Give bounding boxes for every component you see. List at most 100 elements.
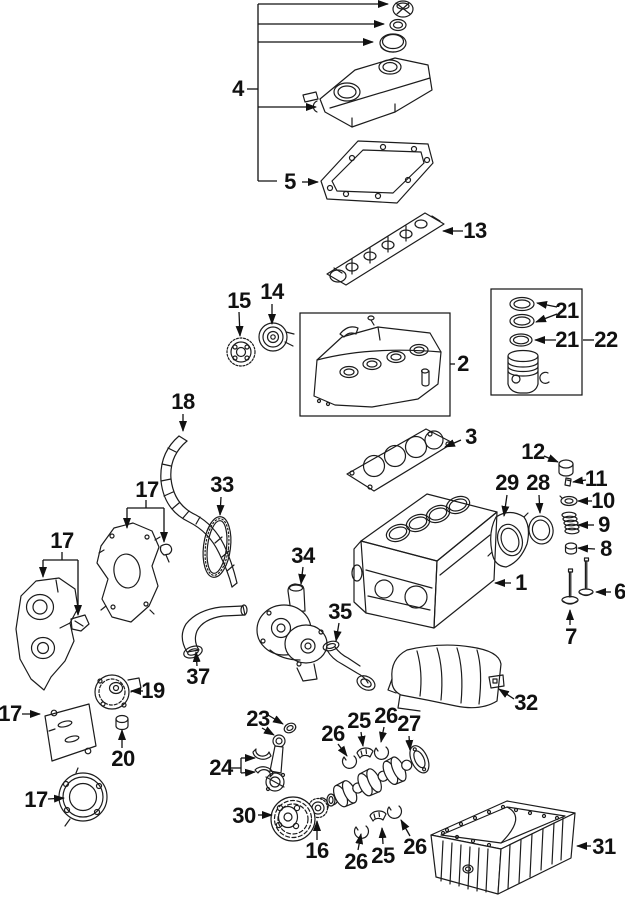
main-bearing-25-lower [369,810,387,822]
camshaft-sprocket-14 [258,322,295,352]
leader-lines-layer [22,0,611,851]
callout-17-rear-plate-arrow [47,794,65,803]
callout-3[interactable]: 3 [465,424,477,449]
callout-11[interactable]: 11 [584,466,608,491]
callout-10[interactable]: 10 [591,488,615,513]
callout-33-arrow [216,496,225,516]
callout-37-arrow [192,651,201,667]
pump-pulley-19 [94,674,142,710]
spring-retainer-10 [559,495,578,507]
oil-baffle-32 [387,644,505,712]
piston [507,349,550,394]
callout-27[interactable]: 27 [397,711,421,736]
crank-pulley-30 [270,796,316,842]
callout-22[interactable]: 22 [594,327,618,352]
thrust-washer-26-upper-left [341,755,358,769]
callout-2[interactable]: 2 [457,351,469,376]
callout-23-arrow [261,726,275,736]
piston-pin-23 [283,722,297,734]
callout-31[interactable]: 31 [592,834,616,859]
callout-15[interactable]: 15 [227,288,251,313]
rod-bearings-24 [252,748,274,778]
callout-11-arrow [572,476,587,485]
callout-14[interactable]: 14 [260,279,284,304]
callout-26-upper-right[interactable]: 26 [374,703,398,728]
callout-17-belt-covers[interactable]: 17 [135,477,159,502]
callout-17-cover-plate[interactable]: 17 [0,701,22,726]
callout-15-arrow [235,311,244,337]
tensioner-gasket-33 [202,516,232,578]
callout-35[interactable]: 35 [328,599,352,624]
clip-17 [70,614,90,632]
cylinder-head [313,315,442,408]
valve-6 [578,557,594,597]
callout-9[interactable]: 9 [598,512,610,537]
timing-belt [160,435,238,588]
callout-25-upper[interactable]: 25 [347,708,371,733]
callout-23[interactable]: 23 [246,706,270,731]
callout-27-arrow [405,735,414,751]
callout-12[interactable]: 12 [521,439,545,464]
callout-24-arrow [240,768,256,777]
callout-7[interactable]: 7 [565,624,577,649]
callout-37[interactable]: 37 [186,664,210,689]
callout-19[interactable]: 19 [141,678,165,703]
callout-13[interactable]: 13 [463,218,487,243]
valve-spring-9 [561,511,580,535]
callout-17-rear-plate[interactable]: 17 [24,787,48,812]
valve-lifter-12 [558,459,574,477]
callout-21-upper-arrow [536,301,558,309]
water-pipe-37 [181,604,248,659]
callout-16[interactable]: 16 [305,838,329,863]
bushing-20 [115,714,129,731]
thrust-washer-26-lower-right [386,805,403,819]
callout-6[interactable]: 6 [614,579,625,604]
rear-seal-flange-29 [487,511,530,568]
callout-28[interactable]: 28 [526,470,550,495]
valve-cover [302,57,433,128]
callout-26-upper-left[interactable]: 26 [321,721,345,746]
callout-18[interactable]: 18 [171,389,195,414]
callout-8-arrow [577,544,596,553]
callout-21-lower[interactable]: 21 [555,327,579,352]
callout-4[interactable]: 4 [232,76,244,101]
callout-35-arrow [333,622,342,642]
callout-25-lower-arrow [378,827,387,845]
callout-20[interactable]: 20 [111,746,135,771]
rear-plate-17 [58,767,108,827]
spring-seat-8 [564,542,578,555]
piston-assembly-box [490,288,583,396]
callout-21-upper-arrow [535,313,558,323]
callout-5[interactable]: 5 [284,169,296,194]
callout-33[interactable]: 33 [210,472,234,497]
timing-cover-inner-17 [96,522,161,623]
callout-34[interactable]: 34 [291,543,315,568]
callout-25-lower[interactable]: 25 [371,843,395,868]
callout-1[interactable]: 1 [515,570,527,595]
filler-neck-gasket [379,33,407,53]
oil-pan-31 [430,800,576,895]
callout-26-lower-left[interactable]: 26 [344,849,368,874]
callout-28-arrow [535,494,544,514]
seal-ring-28 [528,515,554,545]
oil-filler-cap [392,0,414,18]
callout-30[interactable]: 30 [232,803,256,828]
callout-34-arrow [298,566,307,585]
stud-17 [159,543,173,563]
callout-8[interactable]: 8 [600,536,612,561]
callout-24[interactable]: 24 [209,755,233,780]
callout-25-upper-arrow [357,731,366,747]
connecting-rod-23 [265,734,286,792]
callout-21-upper[interactable]: 21 [555,298,579,323]
callout-3-arrow [444,439,462,448]
callout-26-upper-left-arrow [337,743,348,757]
callout-32[interactable]: 32 [514,690,538,715]
filler-cap-seal [389,18,407,32]
callout-29[interactable]: 29 [495,470,519,495]
callout-26-lower-right[interactable]: 26 [403,834,427,859]
valve-7 [561,568,579,605]
callout-26-lower-right-arrow [400,819,411,837]
callout-17-front-cover[interactable]: 17 [50,528,74,553]
